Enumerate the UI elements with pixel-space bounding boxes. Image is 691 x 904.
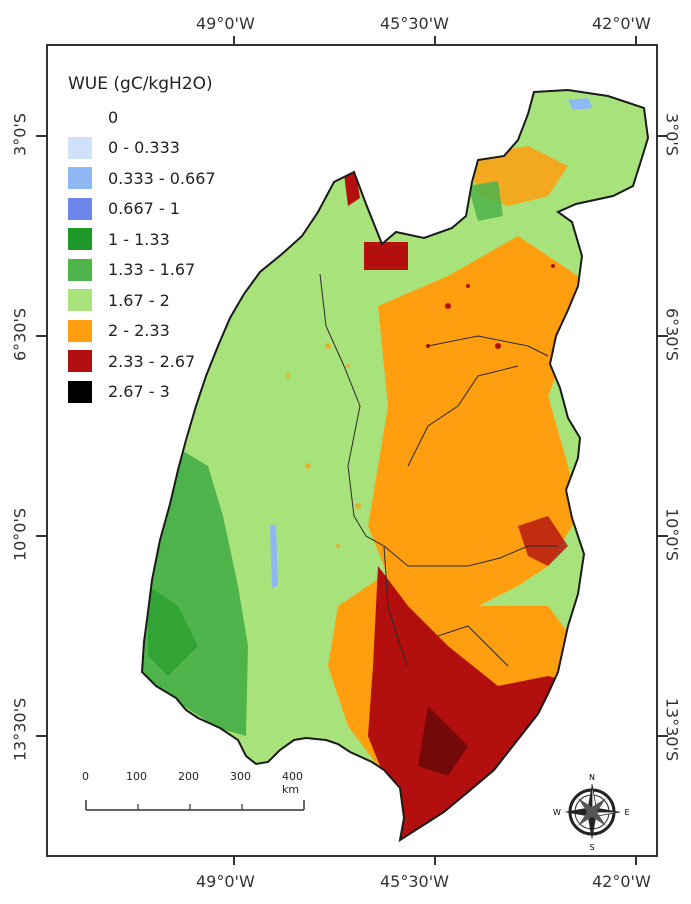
legend-swatch: [68, 197, 92, 220]
compass-rose-icon: N E S W: [552, 772, 632, 856]
legend-label: 0 - 0.333: [108, 138, 180, 158]
legend-swatch: [68, 228, 92, 251]
legend-label: 2.33 - 2.67: [108, 351, 196, 371]
tick-mark: [36, 335, 46, 337]
state-border: [407, 365, 519, 467]
legend-swatch: [68, 136, 92, 159]
scale-bar: 0 100 200 300 400 km: [82, 770, 312, 820]
legend-swatch: [68, 319, 92, 342]
scale-label: 0: [82, 770, 89, 783]
compass-letter: S: [589, 843, 594, 852]
lon-label-bottom: 45°30'W: [380, 872, 449, 891]
compass-letter: W: [553, 808, 561, 817]
lat-label-right: 13°30'S: [662, 697, 682, 762]
region-outline: [140, 88, 650, 843]
tick-mark: [658, 335, 668, 337]
lat-label-left: 13°30'S: [10, 697, 30, 762]
legend-label: 0: [108, 107, 119, 127]
tick-mark: [635, 855, 637, 865]
legend-item: 0 - 0.333: [68, 133, 216, 164]
lat-label-left: 3°0'S: [10, 113, 30, 156]
legend-swatch: [68, 167, 92, 190]
scale-label: 300: [230, 770, 251, 783]
lon-label-top: 42°0'W: [592, 14, 651, 33]
tick-mark: [658, 535, 668, 537]
lon-label-top: 49°0'W: [196, 14, 255, 33]
legend-label: 0.667 - 1: [108, 199, 180, 219]
map-frame: WUE (gC/kgH2O) 0 0 - 0.333 0.333 - 0.667…: [46, 44, 658, 857]
legend-swatch: [68, 106, 92, 129]
legend-item: 1.33 - 1.67: [68, 255, 216, 286]
lon-label-bottom: 42°0'W: [592, 872, 651, 891]
tick-mark: [658, 135, 668, 137]
scale-label: 200: [178, 770, 199, 783]
lon-label-top: 45°30'W: [380, 14, 449, 33]
tick-mark: [434, 855, 436, 865]
compass-letter: N: [589, 773, 595, 782]
scale-label: 400 km: [282, 770, 303, 796]
tick-mark: [36, 135, 46, 137]
lon-label-bottom: 49°0'W: [196, 872, 255, 891]
legend-item: 1.67 - 2: [68, 285, 216, 316]
map-canvas: [140, 88, 650, 843]
legend-label: 1 - 1.33: [108, 229, 170, 249]
legend-title: WUE (gC/kgH2O): [68, 74, 213, 94]
tick-mark: [635, 36, 637, 46]
tick-mark: [233, 36, 235, 46]
legend-item: 1 - 1.33: [68, 224, 216, 255]
legend-item: 2.67 - 3: [68, 377, 216, 408]
compass-letter: E: [624, 808, 629, 817]
legend-label: 1.67 - 2: [108, 290, 170, 310]
tick-mark: [434, 36, 436, 46]
tick-mark: [233, 855, 235, 865]
scale-bar-line: [85, 800, 305, 811]
legend-item: 0: [68, 102, 216, 133]
legend-item: 2.33 - 2.67: [68, 346, 216, 377]
scale-label: 100: [126, 770, 147, 783]
legend-item: 2 - 2.33: [68, 316, 216, 347]
state-border: [427, 335, 549, 357]
legend-swatch: [68, 289, 92, 312]
legend: WUE (gC/kgH2O) 0 0 - 0.333 0.333 - 0.667…: [68, 74, 216, 407]
state-border: [319, 273, 558, 567]
state-border: [383, 545, 409, 667]
tick-mark: [36, 535, 46, 537]
legend-label: 2 - 2.33: [108, 321, 170, 341]
legend-swatch: [68, 380, 92, 403]
tick-mark: [658, 735, 668, 737]
tick-mark: [36, 735, 46, 737]
legend-swatch: [68, 350, 92, 373]
lat-label-left: 6°30'S: [10, 307, 30, 362]
legend-label: 2.67 - 3: [108, 382, 170, 402]
legend-label: 1.33 - 1.67: [108, 260, 196, 280]
legend-label: 0.333 - 0.667: [108, 168, 216, 188]
legend-item: 0.667 - 1: [68, 194, 216, 225]
legend-item: 0.333 - 0.667: [68, 163, 216, 194]
state-border: [437, 625, 509, 667]
legend-swatch: [68, 258, 92, 281]
lat-label-left: 10°0'S: [10, 507, 30, 562]
